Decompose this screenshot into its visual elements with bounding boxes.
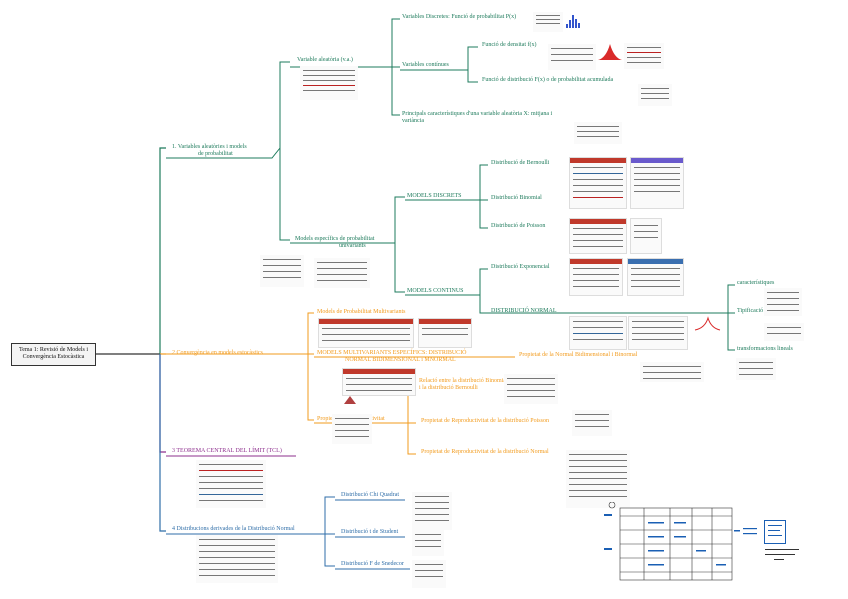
node-chi-quadrat[interactable]: Distribució Chi Quadrat (341, 492, 399, 498)
node-models-continus[interactable]: MODELS CONTINUS (407, 288, 464, 294)
node-funcio-densitat[interactable]: Funció de densitat f(x) (482, 42, 537, 48)
models-line2: univariants (339, 243, 366, 249)
branch-3-label[interactable]: 3 TEOREMA CENTRAL DEL LÍMIT (TCL) (172, 448, 282, 454)
bar-chart-thumbnail (566, 15, 580, 28)
note-thumbnail (624, 43, 664, 69)
note-thumbnail (196, 535, 278, 583)
density-curve-thumbnail (598, 44, 622, 60)
node-tipificacio[interactable]: Tipificació (737, 308, 764, 314)
node-models-especifics[interactable]: Models específics de probabilitat univar… (295, 236, 374, 250)
note-thumbnail (569, 316, 627, 350)
node-variable-aleatoria[interactable]: Variable aleatòria (v.a.) (297, 57, 353, 63)
note-thumbnail (638, 84, 672, 106)
node-transformacions-lineals[interactable]: transformacions lineals (737, 346, 793, 352)
mini-triangle-thumbnail (344, 396, 356, 404)
node-models-discrets[interactable]: MODELS DISCRETS (407, 193, 462, 199)
handwritten-note-image (764, 520, 786, 544)
especifics-line1: MODELS MULTIVARIANTS ESPECÍFICS: DISTRIB… (317, 350, 467, 356)
node-models-multivariants[interactable]: Models de Probabilitat Multivariants (317, 309, 406, 315)
handwritten-note-image (764, 547, 800, 563)
note-thumbnail (627, 258, 684, 296)
branch-2-label[interactable]: 2 Convergència en models estocàstics (172, 350, 263, 356)
note-thumbnail (630, 218, 662, 254)
node-f-snedecor[interactable]: Distribució F de Snedecor (341, 561, 404, 567)
caract-line2: variància (402, 118, 424, 124)
node-reproductivitat-normal[interactable]: Propietat de Reproductivitat de la distr… (421, 449, 549, 455)
node-distribucio-normal[interactable]: DISTRIBUCIÓ NORMAL (491, 308, 557, 314)
node-caracteristiques[interactable]: característiques (737, 280, 775, 286)
node-t-student[interactable]: Distribució t de Student (341, 529, 399, 535)
note-thumbnail (342, 368, 416, 396)
note-thumbnail (504, 374, 558, 404)
note-thumbnail (574, 122, 622, 144)
note-thumbnail (418, 318, 472, 348)
branch-1-label-line1: 1. Variables aleatòries i models (172, 144, 247, 150)
note-thumbnail (572, 410, 612, 436)
note-thumbnail (736, 358, 776, 380)
note-thumbnail (196, 460, 266, 508)
node-relacio-binomial-bernoulli[interactable]: Relació entre la distribució Binomial i … (419, 378, 508, 392)
note-thumbnail (764, 288, 802, 316)
note-thumbnail (412, 560, 446, 588)
caract-line1: Principals característiques d'una variab… (402, 111, 553, 117)
branch-4-label[interactable]: 4 Distribucions derivades de la Distribu… (172, 526, 295, 532)
node-principals-caracteristiques[interactable]: Principals característiques d'una variab… (402, 111, 552, 125)
normal-curve-thumbnail (694, 316, 721, 331)
note-thumbnail (628, 316, 688, 350)
root-title-line2: Convergència Estocàstica (22, 354, 85, 360)
handwritten-formula-image (734, 525, 760, 537)
node-propietat-normal-bidimensional[interactable]: Propietat de la Normal Bidimensional i B… (519, 352, 638, 358)
root-node[interactable]: Tema 1: Revisió de Models i Convergència… (11, 343, 96, 366)
branch-1-label[interactable]: 1. Variables aleatòries i models de prob… (172, 144, 247, 158)
note-thumbnail (533, 12, 563, 32)
node-variables-continues[interactable]: Variables contínues (402, 62, 449, 68)
node-variables-discretes[interactable]: Variables Discretes: Funció de probabili… (402, 14, 517, 20)
note-thumbnail (318, 318, 414, 348)
especifics-line2: NORMAL BIDIMENSIONAL i MNORMAL (345, 357, 456, 363)
node-exponencial[interactable]: Distribució Exponencial (491, 264, 550, 270)
root-title-line1: Tema 1: Revisió de Models i (18, 347, 89, 353)
note-thumbnail (569, 258, 623, 296)
note-thumbnail (630, 157, 684, 209)
relacio-line1: Relació entre la distribució Binomial (419, 378, 508, 384)
note-thumbnail (569, 218, 627, 254)
note-thumbnail (260, 255, 304, 287)
node-reproductivitat-poisson[interactable]: Propietat de Reproductivitat de la distr… (421, 418, 549, 424)
note-thumbnail (569, 157, 627, 209)
node-models-multivariants-especifics[interactable]: MODELS MULTIVARIANTS ESPECÍFICS: DISTRIB… (317, 350, 467, 364)
handwritten-table-image (604, 501, 734, 582)
note-thumbnail (314, 258, 370, 288)
branch-1-label-line2: de probabilitat (198, 151, 233, 157)
note-thumbnail (300, 66, 358, 100)
note-thumbnail (548, 44, 596, 70)
models-line1: Models específics de probabilitat (295, 236, 375, 242)
note-thumbnail (412, 492, 452, 530)
relacio-line2: i la distribució Bernoulli (419, 385, 478, 391)
note-thumbnail (332, 414, 372, 444)
node-binomial[interactable]: Distribució Binomial (491, 195, 542, 201)
note-thumbnail (566, 450, 630, 508)
node-funcio-distribucio[interactable]: Funció de distribució F(x) o de probabil… (482, 77, 614, 83)
node-poisson[interactable]: Distribució de Poisson (491, 223, 546, 229)
note-thumbnail (640, 362, 704, 382)
note-thumbnail (412, 530, 444, 556)
note-thumbnail (764, 323, 804, 341)
node-bernoulli[interactable]: Distribució de Bernoulli (491, 160, 550, 166)
